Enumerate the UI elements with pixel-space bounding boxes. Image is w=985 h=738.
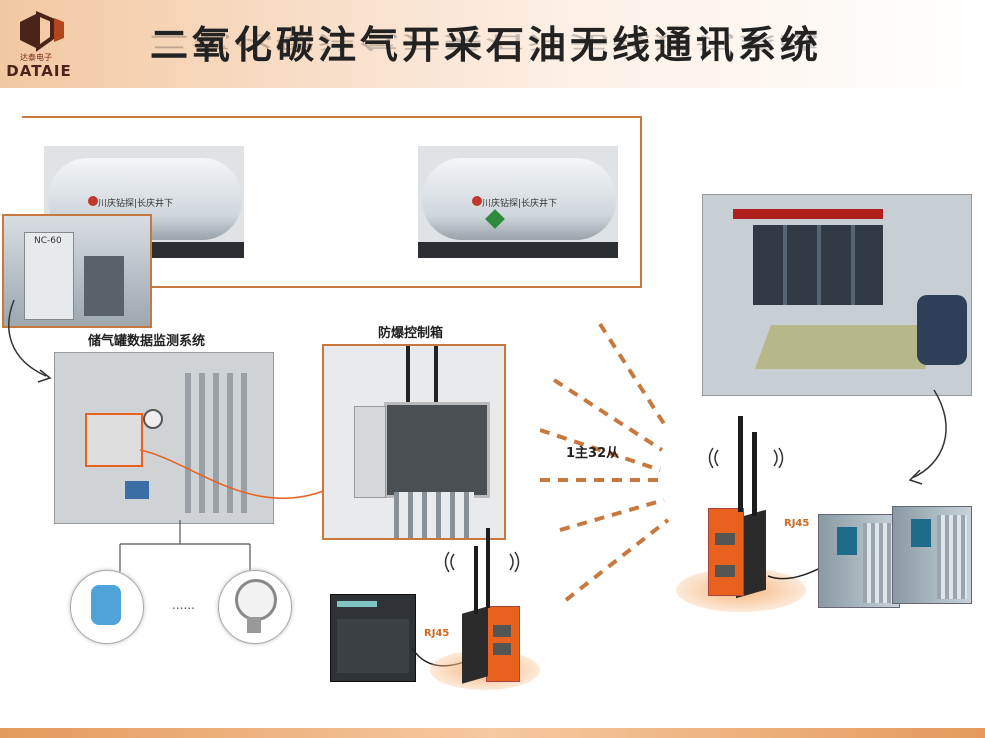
control-box (85, 413, 143, 467)
wireless-broadcast-lines (540, 322, 670, 602)
led-banner (733, 209, 883, 219)
logo-chinese-name: 达泰电子 (20, 53, 52, 62)
tank-sign: 川庆钻探|长庆井下 (98, 199, 174, 209)
sensor-tree-lines (119, 520, 251, 572)
wireless-router-left (486, 606, 520, 682)
antenna-icon (474, 546, 478, 614)
monitor-system-label: 储气罐数据监测系统 (88, 334, 206, 349)
wifi-signal-icon (708, 447, 784, 469)
logo-wordmark: DATAIE (6, 62, 72, 80)
explosion-box-label: 防爆控制箱 (378, 326, 444, 341)
cabinet-open (384, 402, 490, 498)
temperature-sensor-icon (70, 570, 144, 644)
tank-photo-right: 川庆钻探|长庆井下 (418, 146, 618, 258)
rj45-label-right: RJ45 (784, 518, 810, 529)
arrow-inset-to-panel (8, 300, 52, 383)
plc-left (330, 594, 416, 682)
wifi-signal-icon (444, 551, 520, 573)
hazard-logo-icon (88, 196, 98, 206)
container-door (24, 232, 74, 320)
container-tag: NC-60 (34, 236, 62, 246)
antenna-icon (486, 528, 490, 608)
plc-right-2 (892, 506, 972, 604)
control-desk (754, 325, 942, 369)
tank-frame (22, 116, 642, 288)
container-interior-photo: NC-60 (2, 214, 152, 328)
pressure-gauge-icon (143, 409, 163, 429)
explosion-box-photo (322, 344, 506, 540)
cable-panel-to-box (139, 449, 327, 500)
page-title: 二氧化碳注气开采石油无线通讯系统 (150, 23, 823, 67)
tank-frame-bars (418, 242, 618, 258)
control-room-photo (702, 194, 972, 396)
arrow-room-to-plc (908, 389, 947, 485)
tank-body (422, 158, 616, 240)
page-title-reflection: 二氧化碳注气开采石油无线通讯系统 (150, 32, 823, 52)
conduit-pipes (394, 492, 474, 538)
tank-sign: 川庆钻探|长庆井下 (482, 199, 558, 209)
dataie-logo-icon (20, 10, 64, 52)
blue-pump (125, 481, 149, 499)
equipment-block (84, 256, 124, 316)
antenna-icon (752, 432, 757, 516)
antenna-pair (406, 346, 410, 402)
rj45-label-left: RJ45 (424, 628, 450, 639)
router-body-left (462, 606, 488, 684)
master-slave-label: 1主32从 (566, 446, 620, 461)
pressure-gauge-sensor-icon (218, 570, 292, 644)
footer-bar (0, 728, 985, 738)
header-banner (0, 0, 985, 88)
video-wall (753, 225, 883, 305)
plc-right-1 (818, 514, 900, 608)
wireless-router-right (708, 508, 744, 596)
antenna-pair (434, 346, 438, 402)
sensor-ellipsis: ...... (172, 598, 195, 612)
operators (917, 295, 967, 365)
monitor-panel-photo (54, 352, 274, 524)
antenna-icon (738, 416, 743, 512)
hazard-logo-icon (472, 196, 482, 206)
cabinet-door (354, 406, 386, 498)
pipe-valves (185, 373, 255, 513)
